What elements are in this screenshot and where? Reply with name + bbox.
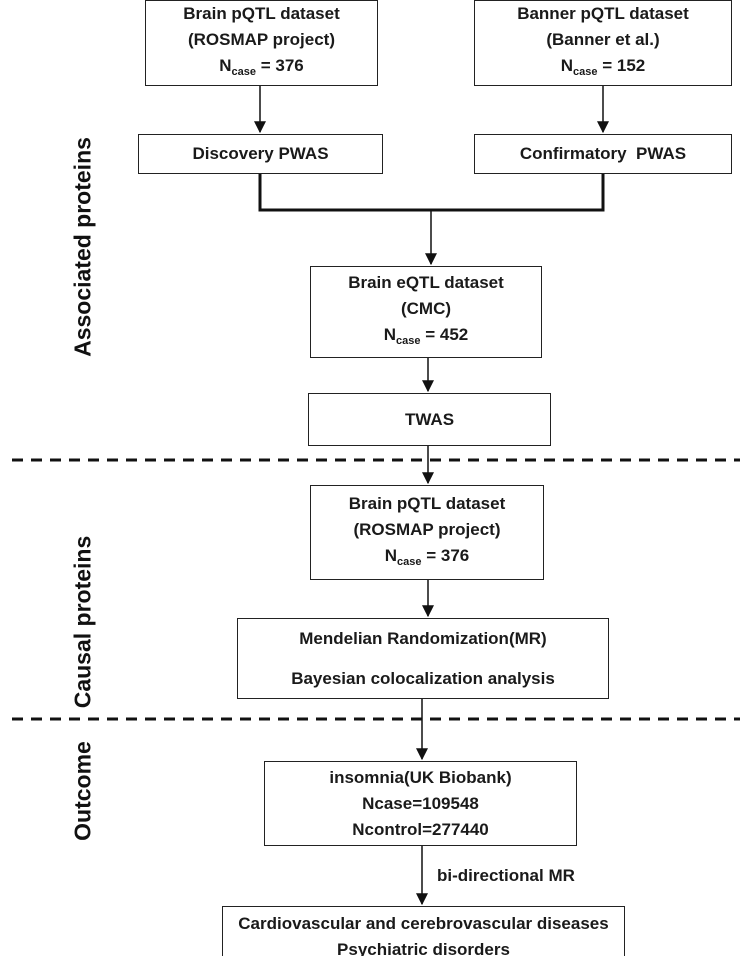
discovery-pwas-label: Discovery PWAS	[192, 144, 329, 163]
box-cardio-psychiatric-diseases: Cardiovascular and cerebrovascular disea…	[222, 906, 625, 956]
banner-pqtl-sample-size: Ncase = 152	[560, 56, 646, 78]
confirmatory-pwas-label: Confirmatory PWAS	[519, 144, 687, 163]
psychiatric-label: Psychiatric disorders	[337, 940, 510, 956]
causal-pqtl-title: Brain pQTL dataset	[348, 493, 506, 513]
colocalization-label: Bayesian colocalization analysis	[291, 668, 555, 688]
causal-pqtl-sample-size: Ncase = 376	[384, 545, 470, 568]
banner-pqtl-source: (Banner et al.)	[546, 30, 660, 50]
brain-pqtl-sample-size: Ncase = 376	[219, 56, 304, 78]
box-confirmatory-pwas: Confirmatory PWAS	[474, 134, 732, 174]
section-label-causal-proteins: Causal proteins	[69, 535, 96, 709]
brain-eqtl-title: Brain eQTL dataset	[348, 273, 504, 293]
section-label-outcome: Outcome	[69, 741, 96, 841]
brain-eqtl-sample-size: Ncase = 452	[383, 325, 469, 347]
merge-connector	[258, 174, 605, 212]
brain-pqtl-title: Brain pQTL dataset	[183, 4, 340, 24]
brain-pqtl-project: (ROSMAP project)	[187, 30, 336, 50]
box-brain-pqtl-dataset-causal: Brain pQTL dataset (ROSMAP project) Ncas…	[310, 485, 544, 580]
insomnia-ncontrol: Ncontrol=277440	[352, 819, 489, 839]
box-brain-eqtl-dataset: Brain eQTL dataset (CMC) Ncase = 452	[310, 266, 542, 358]
box-banner-pqtl-dataset: Banner pQTL dataset (Banner et al.) Ncas…	[474, 0, 732, 86]
cardio-cerebro-label: Cardiovascular and cerebrovascular disea…	[238, 914, 609, 933]
box-brain-pqtl-dataset: Brain pQTL dataset (ROSMAP project) Ncas…	[145, 0, 378, 86]
brain-eqtl-consortium: (CMC)	[400, 299, 452, 319]
box-mr-colocalization: Mendelian Randomization(MR) Bayesian col…	[237, 618, 609, 699]
insomnia-title: insomnia(UK Biobank)	[329, 767, 512, 787]
causal-pqtl-project: (ROSMAP project)	[353, 519, 501, 539]
box-twas: TWAS	[308, 393, 551, 446]
twas-label: TWAS	[404, 409, 455, 429]
mr-label: Mendelian Randomization(MR)	[299, 628, 547, 648]
banner-pqtl-title: Banner pQTL dataset	[517, 4, 689, 24]
bidirectional-mr-label: bi-directional MR	[437, 866, 575, 885]
box-discovery-pwas: Discovery PWAS	[138, 134, 383, 174]
insomnia-ncase: Ncase=109548	[362, 793, 479, 813]
section-label-associated-proteins: Associated proteins	[69, 137, 96, 357]
box-insomnia-outcome: insomnia(UK Biobank) Ncase=109548 Ncontr…	[264, 761, 577, 846]
